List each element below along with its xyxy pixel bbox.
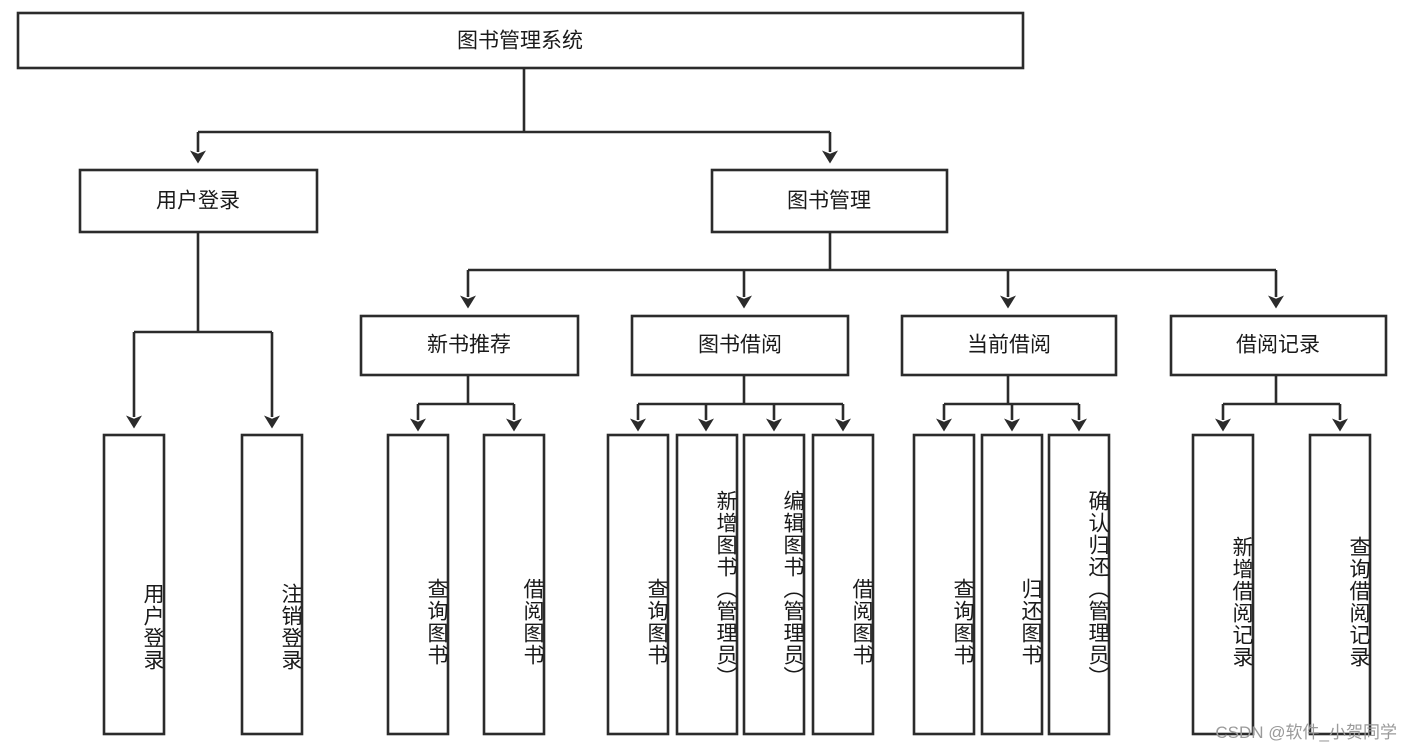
node-leaf-user-login-box[interactable]: [102, 433, 166, 736]
node-bookmgmt[interactable]: 图书管理: [710, 168, 949, 234]
node-root-label: 图书管理系统: [457, 30, 583, 53]
node-leaf-add-book-box[interactable]: [675, 433, 739, 736]
node-leaf-user-logout-box[interactable]: [240, 433, 304, 736]
node-leaf-query-record-box[interactable]: [1308, 433, 1372, 736]
node-leaf-edit-book-box[interactable]: [742, 433, 806, 736]
node-borrow-box[interactable]: [630, 314, 850, 377]
watermark-text: CSDN @软件_小贺同学: [1215, 723, 1397, 742]
node-current-label: 当前借阅: [967, 334, 1051, 357]
node-leaf-add-record-box[interactable]: [1191, 433, 1255, 736]
node-login-box[interactable]: [78, 168, 319, 234]
node-leaf-confirm-return-box[interactable]: [1047, 433, 1111, 736]
node-records-label: 借阅记录: [1236, 334, 1320, 357]
node-newbook-label: 新书推荐: [427, 334, 511, 357]
node-borrow[interactable]: 图书借阅: [630, 314, 850, 377]
node-leaf-return-book-box[interactable]: [980, 433, 1044, 736]
node-leaf-borrow-book-2-box[interactable]: [811, 433, 875, 736]
node-login-label: 用户登录: [156, 190, 240, 213]
node-records[interactable]: 借阅记录: [1169, 314, 1388, 377]
node-bookmgmt-box[interactable]: [710, 168, 949, 234]
node-leaf-borrow-book-1-box[interactable]: [482, 433, 546, 736]
node-bookmgmt-label: 图书管理: [787, 190, 871, 213]
node-leaf-query-book-3-box[interactable]: [912, 433, 976, 736]
node-leaf-query-book-2-box[interactable]: [606, 433, 670, 736]
node-newbook[interactable]: 新书推荐: [359, 314, 580, 377]
node-root[interactable]: 图书管理系统: [16, 11, 1025, 70]
connector-group: [126, 68, 1348, 432]
node-borrow-label: 图书借阅: [698, 334, 782, 357]
node-login[interactable]: 用户登录: [78, 168, 319, 234]
node-leaf-query-book-1-box[interactable]: [386, 433, 450, 736]
node-current-box[interactable]: [900, 314, 1118, 377]
node-newbook-box[interactable]: [359, 314, 580, 377]
node-records-box[interactable]: [1169, 314, 1388, 377]
node-current[interactable]: 当前借阅: [900, 314, 1118, 377]
node-root-box[interactable]: [16, 11, 1025, 70]
